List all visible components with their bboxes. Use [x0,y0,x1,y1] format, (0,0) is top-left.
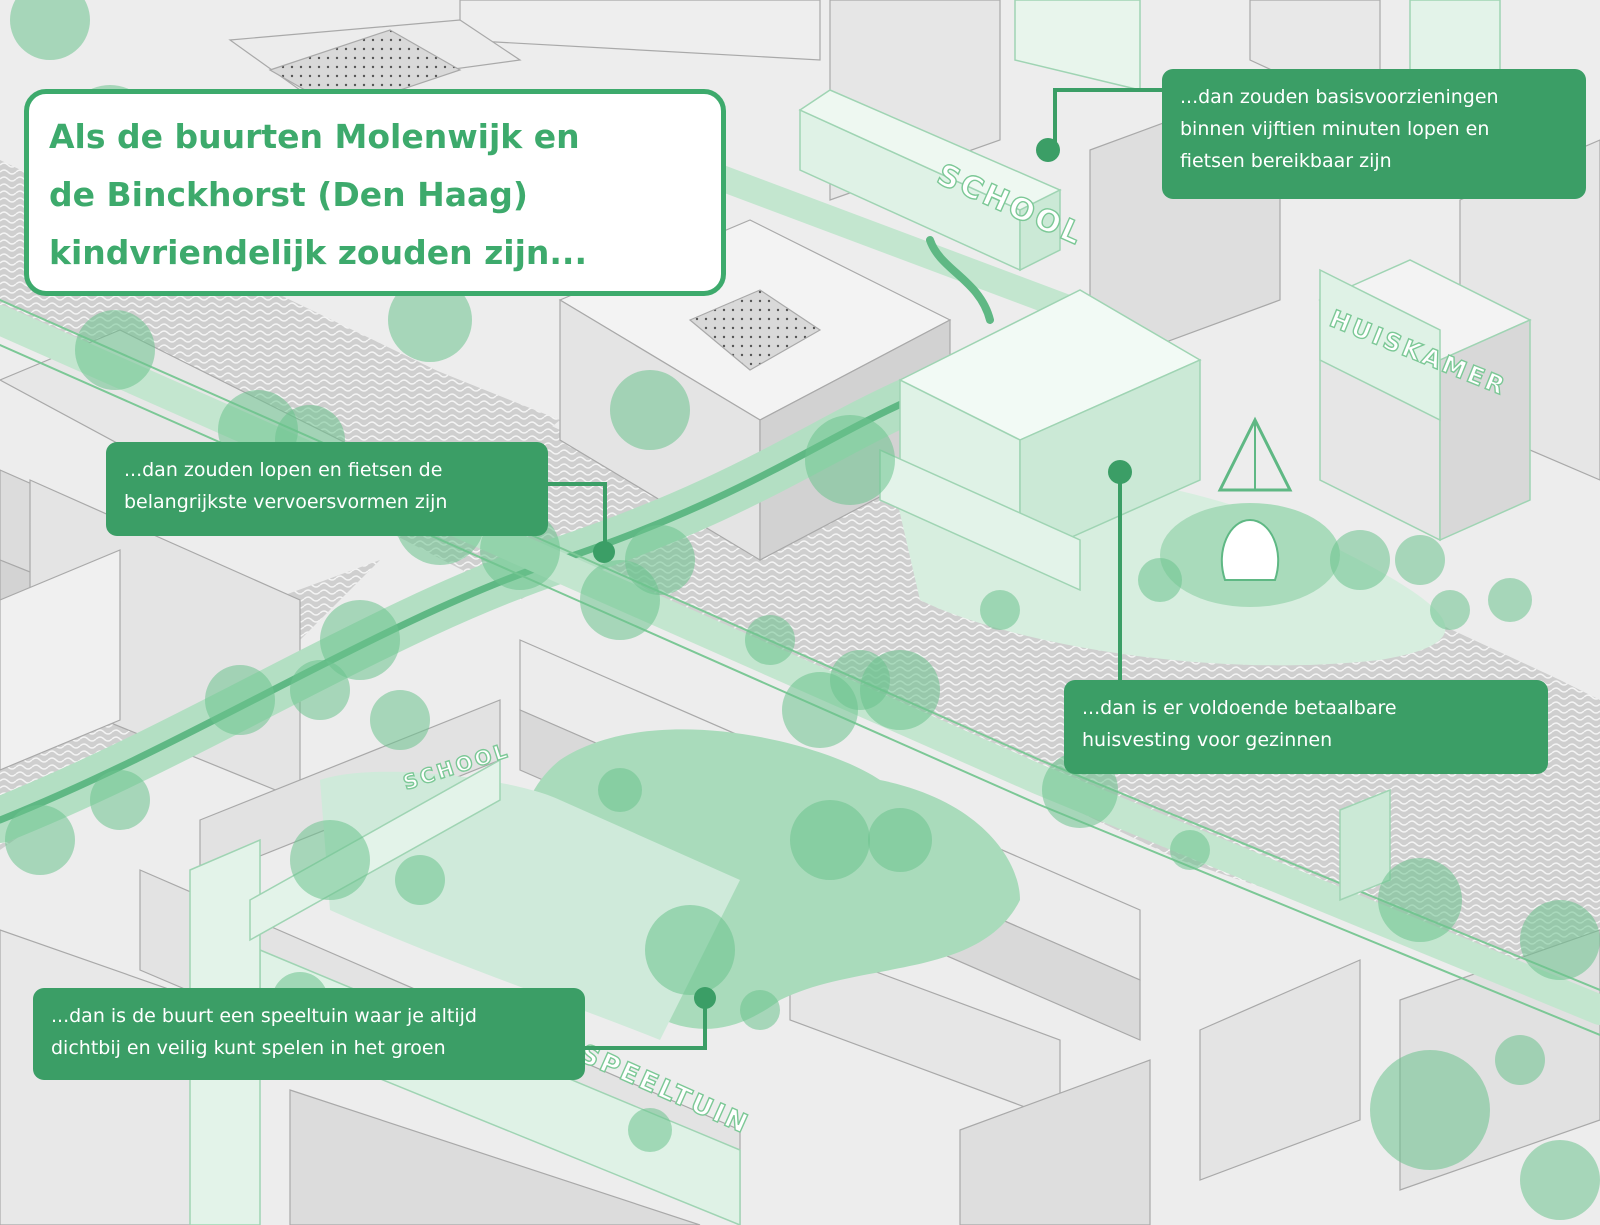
title-line-3: kindvriendelijk zouden zijn... [49,233,588,272]
title-line-1: Als de buurten Molenwijk en [49,117,580,156]
title-line-2: de Binckhorst (Den Haag) [49,175,528,214]
callout-line: huisvesting voor gezinnen [1082,729,1333,751]
callout-line: ...dan is de buurt een speeltuin waar je… [51,1005,477,1027]
marker-dot-basisvoorzieningen [1036,138,1060,162]
leader-line-lopen-fietsen [548,482,607,552]
callout-line: ...dan zouden lopen en fietsen de [124,459,443,481]
callout-line: ...dan zouden basisvoorzieningen [1180,86,1499,108]
callout-line: dichtbij en veilig kunt spelen in het gr… [51,1037,446,1059]
leader-line-basisvoorzieningen [1053,88,1162,150]
callout-line: belangrijkste vervoersvormen zijn [124,491,448,513]
callout-line: fietsen bereikbaar zijn [1180,150,1392,172]
callout-speeltuin: ...dan is de buurt een speeltuin waar je… [33,988,585,1080]
leader-line-speeltuin [585,998,707,1050]
callout-line: ...dan is er voldoende betaalbare [1082,697,1397,719]
title-panel: Als de buurten Molenwijk en de Binckhors… [24,89,726,296]
callout-line: binnen vijftien minuten lopen en [1180,118,1490,140]
callout-lopen-fietsen: ...dan zouden lopen en fietsen de belang… [106,442,548,536]
marker-dot-lopen-fietsen [593,541,615,563]
callout-basisvoorzieningen: ...dan zouden basisvoorzieningen binnen … [1162,69,1586,199]
callout-huisvesting: ...dan is er voldoende betaalbare huisve… [1064,680,1548,774]
marker-dot-speeltuin [694,987,716,1009]
marker-dot-huisvesting [1108,460,1132,484]
